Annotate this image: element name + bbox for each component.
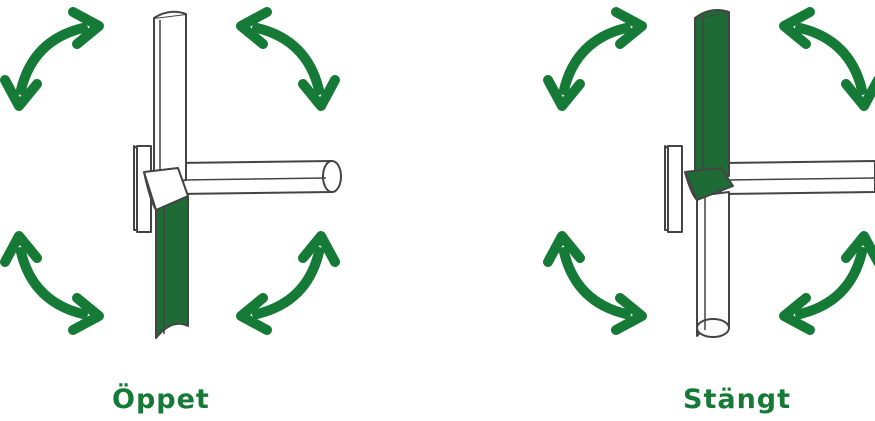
open-handle-diagram bbox=[0, 7, 342, 339]
handle-lower-bar bbox=[696, 191, 730, 337]
window-handle-icon bbox=[664, 9, 875, 338]
rotation-arrows bbox=[543, 7, 875, 335]
curved-double-arrow-icon bbox=[236, 231, 340, 335]
curved-double-arrow-icon bbox=[543, 7, 647, 111]
open-label: Öppet bbox=[112, 384, 210, 415]
handle-lower-bar bbox=[155, 195, 189, 339]
handle-spindle-end bbox=[322, 160, 342, 193]
closed-handle-diagram bbox=[543, 7, 875, 338]
handle-knuckle bbox=[143, 167, 189, 211]
curved-double-arrow-icon bbox=[236, 7, 340, 111]
rotation-arrows bbox=[0, 7, 340, 335]
curved-double-arrow-icon bbox=[0, 231, 104, 335]
closed-handle-figure bbox=[445, 0, 875, 421]
handle-spindle bbox=[720, 160, 875, 195]
closed-label: Stängt bbox=[683, 384, 792, 415]
handle-upper-bar bbox=[153, 13, 187, 187]
handle-upper-bar bbox=[694, 11, 730, 183]
handle-knuckle bbox=[684, 167, 734, 201]
open-handle-figure bbox=[0, 0, 430, 421]
curved-double-arrow-icon bbox=[779, 231, 875, 335]
handle-backplate-face bbox=[667, 145, 683, 233]
curved-double-arrow-icon bbox=[779, 7, 875, 111]
curved-double-arrow-icon bbox=[0, 7, 104, 111]
window-handle-icon bbox=[133, 10, 342, 339]
curved-double-arrow-icon bbox=[543, 231, 647, 335]
